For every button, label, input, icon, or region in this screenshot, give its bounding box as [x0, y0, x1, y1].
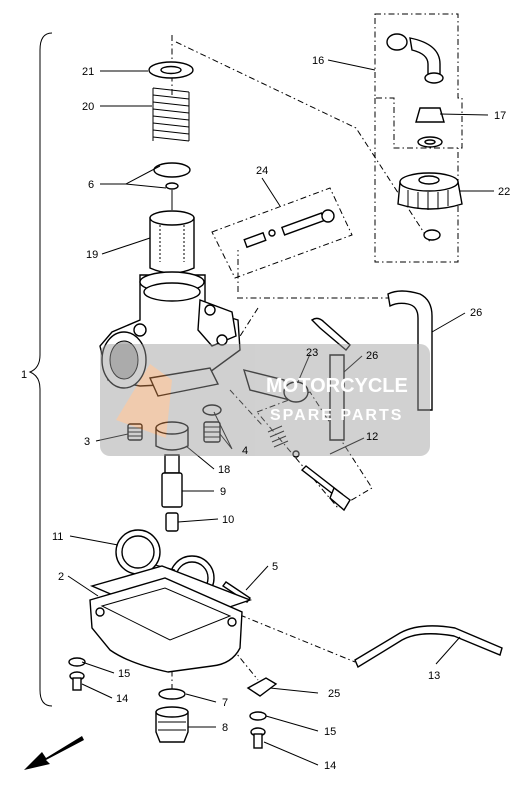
- leader-14-right: [263, 741, 319, 766]
- part-24-plunger-set: [243, 209, 335, 249]
- callout-26-right: 26: [470, 307, 482, 319]
- part-13-hose: [354, 625, 503, 669]
- leader-6: [100, 165, 167, 189]
- leader-top-cap: [175, 41, 431, 243]
- leader-12b: [329, 437, 365, 455]
- part-22-clip: [423, 229, 441, 241]
- float-bowl: [89, 577, 243, 673]
- callout-22: 22: [498, 186, 510, 198]
- callout-15-left: 15: [118, 668, 130, 680]
- callout-4: 4: [242, 445, 248, 457]
- leader-17: [439, 113, 489, 116]
- part-8-drain-plug: [155, 706, 189, 743]
- part-4-washer: [202, 404, 222, 416]
- leader-18: [185, 445, 215, 470]
- leader-25b: [269, 687, 319, 694]
- carburetor-body: [99, 271, 241, 397]
- watermark-line2: SPARE PARTS: [270, 407, 403, 424]
- callout-16: 16: [312, 55, 324, 67]
- callout-5: 5: [272, 561, 278, 573]
- leader-13b: [435, 636, 461, 665]
- part-18-holder: [155, 421, 189, 451]
- callout-26-mid: 26: [366, 350, 378, 362]
- part-3-screw: [127, 423, 143, 441]
- callout-7: 7: [222, 697, 228, 709]
- callout-13: 13: [428, 670, 440, 682]
- part-15-washer-right: [249, 711, 267, 721]
- callout-25: 25: [328, 688, 340, 700]
- watermark-line1: MOTORCYCLE: [266, 375, 408, 397]
- callout-23: 23: [306, 347, 318, 359]
- callout-11: 11: [52, 531, 63, 543]
- callout-14-left: 14: [116, 693, 128, 705]
- group-box-16-17: [374, 13, 463, 149]
- callout-19: 19: [86, 249, 98, 261]
- leader-3: [95, 433, 129, 442]
- callout-2: 2: [58, 571, 64, 583]
- leader-12: [229, 389, 263, 426]
- part-14-screw-right: [250, 727, 266, 749]
- part-26-hose-c: [387, 290, 433, 411]
- part-22-top-cap: [397, 172, 463, 210]
- callout-20: 20: [82, 101, 94, 113]
- callout-9: 9: [220, 486, 226, 498]
- leader-26-right: [431, 312, 466, 333]
- callout-24: 24: [256, 165, 268, 177]
- leader-24b: [261, 177, 281, 207]
- callout-17: 17: [494, 110, 506, 122]
- callout-3: 3: [84, 436, 90, 448]
- leader-15-left: [81, 661, 115, 674]
- callout-10: 10: [222, 514, 234, 526]
- part-15-washer-left: [68, 657, 86, 667]
- front-direction-arrow-icon: [24, 736, 84, 770]
- callout-8: 8: [222, 722, 228, 734]
- part-16-elbow: [386, 33, 444, 84]
- part-17-nut-washer: [415, 107, 445, 148]
- callout-12: 12: [366, 431, 378, 443]
- part-25-bracket: [246, 677, 278, 697]
- assembly-brace: [28, 32, 53, 707]
- part-14-screw-left: [69, 671, 85, 691]
- group-box-22: [374, 98, 459, 263]
- part-6-clip: [165, 182, 179, 190]
- callout-21: 21: [82, 66, 94, 78]
- callout-15-right: 15: [324, 726, 336, 738]
- leader-13: [239, 614, 356, 663]
- leader-7b: [185, 693, 217, 703]
- leader-2: [67, 575, 99, 597]
- leader-15-right: [265, 715, 319, 732]
- leader-16: [327, 59, 376, 71]
- leader-10: [177, 518, 219, 523]
- part-21-hole: [160, 65, 182, 75]
- leader-4: [213, 411, 233, 450]
- leader-11: [69, 535, 119, 546]
- callout-labels: 1 2 3 4 5 6 7 8 9 10 11 12 13 14 14 15 1…: [21, 55, 510, 772]
- leader-14-left: [81, 683, 113, 699]
- part-6-clip-plate: [153, 162, 191, 178]
- callout-14-right: 14: [324, 760, 336, 772]
- part-4-screw: [203, 421, 221, 443]
- leader-26-mid: [343, 355, 363, 373]
- group-box-24: [211, 187, 353, 279]
- leader-23b: [297, 353, 311, 383]
- part-12-screw-set: [267, 425, 351, 512]
- part-26-hose-a: [310, 317, 351, 351]
- part-9-needle-jet: [161, 454, 183, 508]
- part-20-spring: [152, 87, 190, 142]
- part-10-main-jet: [165, 512, 179, 532]
- leader-19: [101, 237, 151, 255]
- callout-18: 18: [218, 464, 230, 476]
- leader-5: [245, 565, 269, 591]
- part-7-o-ring: [158, 688, 186, 700]
- part-26-hose-b: [329, 354, 345, 441]
- watermark: [100, 344, 430, 456]
- part-23-starter-plunger: [242, 369, 309, 403]
- part-19-throttle-valve: [149, 210, 195, 274]
- callout-6: 6: [88, 179, 94, 191]
- callout-1: 1: [21, 369, 27, 381]
